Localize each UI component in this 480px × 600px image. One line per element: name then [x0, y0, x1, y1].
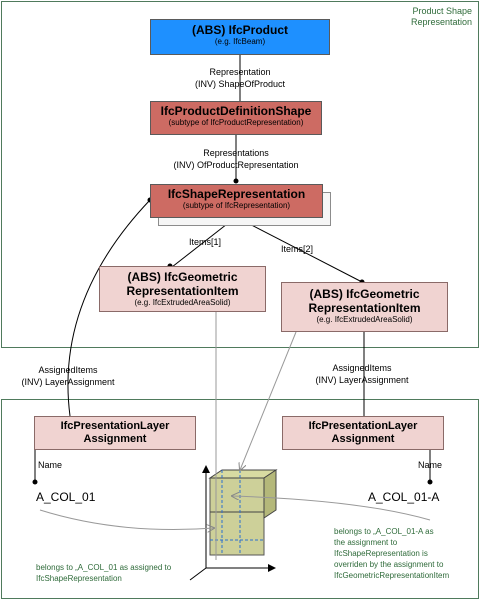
edge-label-assigned-left: AssignedItems (INV) LayerAssignment	[21, 365, 115, 387]
product-shape-region-label: Product Shape Representation	[410, 6, 472, 27]
edge-label-name-left: Name	[37, 460, 62, 470]
geometric-item-2-box: (ABS) IfcGeometric RepresentationItem (e…	[281, 282, 448, 332]
product-shape-region: Product Shape Representation	[1, 1, 479, 348]
layer-assignment-left-title: IfcPresentationLayer Assignment	[60, 420, 170, 445]
edge-label-name-right: Name	[417, 460, 442, 470]
edge-label-items2: Items[2]	[280, 244, 313, 254]
pointer-right-name-to-solid	[232, 496, 431, 521]
product-definition-shape-subtitle: (subtype of IfcProductRepresentation)	[168, 118, 304, 127]
product-definition-shape-box: IfcProductDefinitionShape (subtype of If…	[150, 101, 322, 135]
edge-items2	[235, 216, 363, 283]
note-left: belongs to „A_COL_01 as assigned to IfcS…	[36, 563, 172, 583]
pointer-left-name-to-solid	[39, 509, 214, 530]
shape-representation-title: IfcShapeRepresentation	[167, 187, 306, 201]
layer-name-left-value: A_COL_01	[36, 490, 96, 504]
edge-assigned-left	[67, 199, 151, 417]
edge-label-assigned-right: AssignedItems (INV) LayerAssignment	[315, 363, 409, 385]
geometric-item-2-subtitle: (e.g. IfcExtrudedAreaSolid)	[316, 315, 413, 324]
ifc-product-subtitle: (e.g. IfcBeam)	[214, 37, 266, 46]
ifc-product-box: (ABS) IfcProduct (e.g. IfcBeam)	[150, 19, 330, 55]
product-definition-shape-title: IfcProductDefinitionShape	[160, 104, 312, 118]
layer-assignment-right-box: IfcPresentationLayer Assignment	[282, 416, 444, 450]
geometric-item-1-title: (ABS) IfcGeometric RepresentationItem	[126, 270, 239, 298]
edge-representations-dot	[233, 178, 239, 184]
pointer-item2-to-solid	[240, 331, 297, 470]
shape-representation-box: IfcShapeRepresentation (subtype of IfcRe…	[150, 184, 323, 218]
edge-label-items1: Items[1]	[188, 237, 221, 247]
ifc-product-title: (ABS) IfcProduct	[192, 23, 288, 37]
edge-label-representation: Representation (INV) ShapeOfProduct	[194, 67, 286, 89]
layer-assignment-right-title: IfcPresentationLayer Assignment	[308, 420, 418, 445]
geometric-item-1-box: (ABS) IfcGeometric RepresentationItem (e…	[99, 266, 266, 312]
edge-label-representations: Representations (INV) OfProductRepresent…	[173, 148, 299, 170]
extruded-solid-3d	[189, 465, 278, 581]
layer-assignment-left-box: IfcPresentationLayer Assignment	[34, 416, 196, 450]
presentation-layer-region	[1, 399, 479, 599]
note-right: belongs to „A_COL_01-A as the assignment…	[334, 527, 450, 580]
geometric-item-1-subtitle: (e.g. IfcExtrudedAreaSolid)	[134, 298, 231, 307]
shape-representation-subtitle: (subtype of IfcRepresentation)	[182, 201, 291, 210]
layer-name-right-value: A_COL_01-A	[368, 490, 440, 504]
geometric-item-2-title: (ABS) IfcGeometric RepresentationItem	[308, 287, 421, 315]
